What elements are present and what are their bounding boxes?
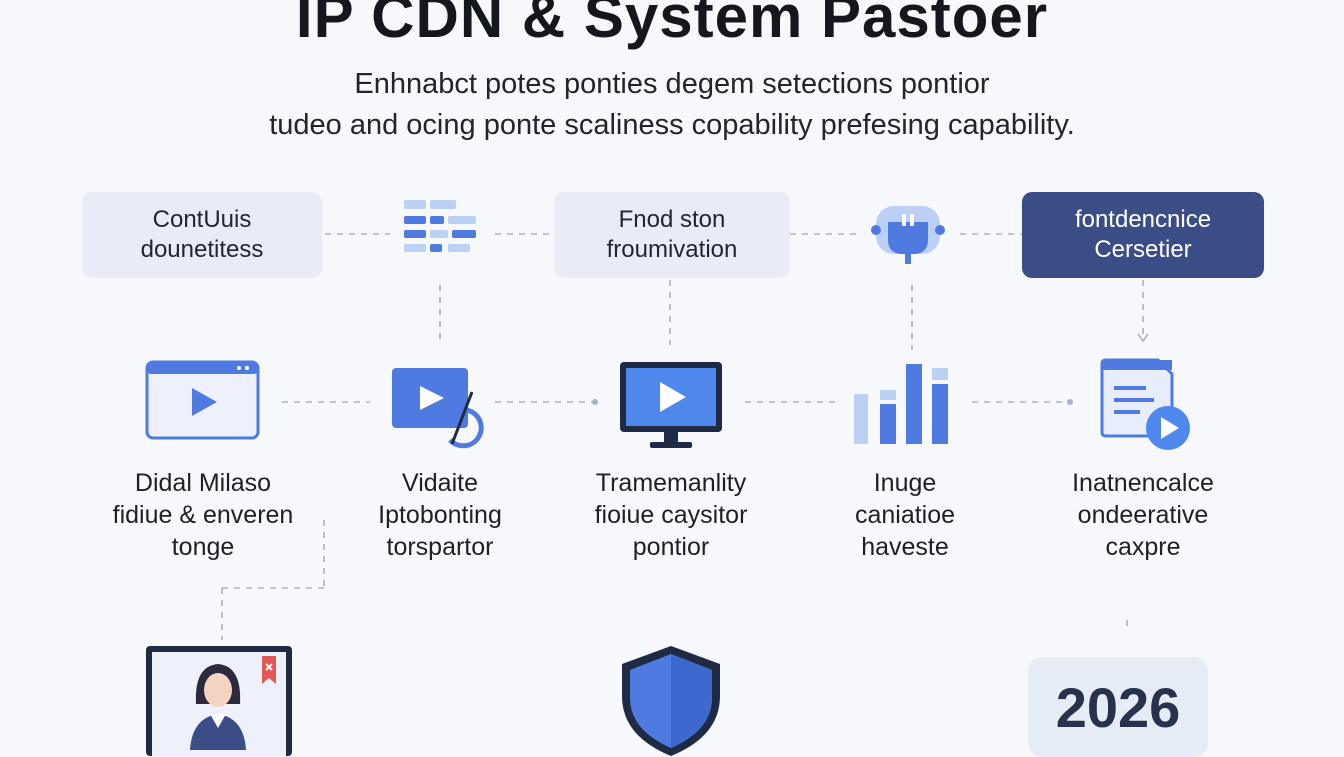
- monitor-play-icon: [620, 362, 722, 448]
- label-maintenance: Inatnencalce ondeerative caxpre: [1030, 467, 1256, 563]
- subtitle-line-1: Enhnabct potes ponties degem setections …: [354, 68, 990, 100]
- subtitle-line-2: tudeo and ocing ponte scaliness copabili…: [269, 109, 1075, 141]
- label-1-line-1: Didal Milaso: [134, 469, 272, 497]
- label-transmutability: Tramemanlity fioiue caysitor pontior: [560, 467, 782, 563]
- label-4-line-1: Inuge: [873, 469, 937, 497]
- list-icon: [404, 200, 476, 252]
- label-2-line-2: Iptobonting: [378, 501, 502, 529]
- label-validate: Vidaite Iptobonting torspartor: [340, 467, 540, 563]
- bar-chart-icon: [854, 364, 948, 444]
- label-5-line-1: Inatnencalce: [1072, 469, 1214, 497]
- label-1-line-3: tonge: [171, 533, 235, 561]
- label-5-line-2: ondeerative: [1077, 501, 1209, 529]
- server-plug-icon: [871, 206, 945, 264]
- top-box-1-line-1: ContUuis: [152, 206, 252, 233]
- label-2-line-3: torspartor: [386, 533, 494, 561]
- top-box-2-line-2: froumivation: [606, 236, 738, 263]
- video-edit-icon: [392, 368, 484, 449]
- top-box-food-station: Fnod ston froumivation: [554, 192, 790, 278]
- label-4-line-3: haveste: [861, 533, 949, 561]
- label-image: Inuge caniatioe haveste: [810, 467, 1000, 563]
- top-box-3-line-2: Cersetier: [1094, 236, 1192, 263]
- label-3-line-3: pontior: [632, 533, 710, 561]
- top-box-3-line-1: fontdencnice: [1074, 206, 1212, 233]
- top-box-continuous: ContUuis dounetitess: [82, 192, 322, 278]
- top-box-2-line-1: Fnod ston: [618, 206, 726, 233]
- label-3-line-2: fioiue caysitor: [594, 501, 748, 529]
- label-5-line-3: caxpre: [1105, 533, 1181, 561]
- document-video-icon: [1100, 358, 1190, 450]
- page-title: IP CDN & System Pastoer: [295, 0, 1049, 50]
- video-player-icon: [145, 360, 260, 440]
- presenter-screen-icon: [146, 646, 292, 756]
- top-box-confidence-center: fontdencnice Cersetier: [1022, 192, 1264, 278]
- label-digital-mileage: Didal Milaso fidiue & enveren tonge: [80, 467, 326, 563]
- label-4-line-2: caniatioe: [854, 501, 956, 529]
- label-2-line-1: Vidaite: [402, 469, 478, 497]
- year-badge: 2026: [1028, 657, 1208, 757]
- label-1-line-2: fidiue & enveren: [112, 501, 294, 529]
- shield-icon: [622, 646, 720, 756]
- label-3-line-1: Tramemanlity: [595, 469, 747, 497]
- top-box-1-line-2: dounetitess: [140, 236, 264, 263]
